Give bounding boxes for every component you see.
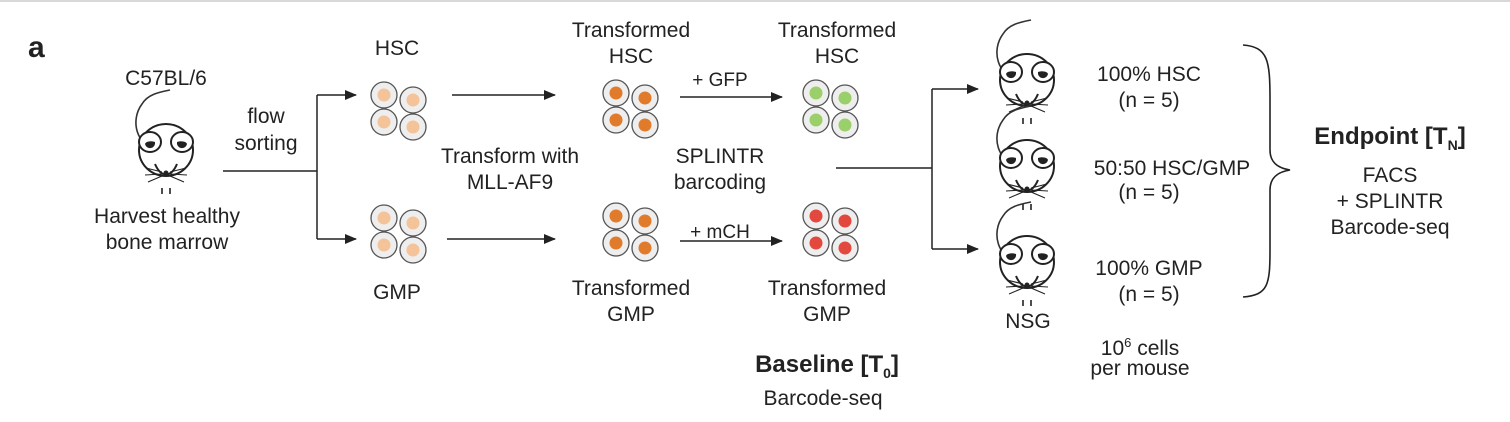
endpoint-title-close: ]: [1457, 123, 1466, 150]
dose-exponent: 6: [1124, 335, 1132, 350]
dose-label-line2: per mouse: [1090, 357, 1190, 380]
transformed-gmp-label-line1: Transformed: [571, 277, 691, 300]
cell-nucleus: [838, 118, 852, 132]
transform-label-line1: Transform with: [440, 145, 580, 168]
baseline-title-text: Baseline [T: [755, 351, 884, 378]
transformed-hsc-label-line2: HSC: [608, 45, 654, 68]
cell-nucleus: [406, 216, 420, 230]
gmp-population-label: GMP: [373, 281, 421, 304]
splintr-barcoding-label-line2: barcoding: [673, 171, 767, 194]
transformed-hsc-cell-cluster: [602, 79, 659, 139]
group-3-label: 100% GMP: [1095, 257, 1203, 280]
group-2-n: (n = 5): [1118, 181, 1180, 204]
cell-nucleus: [377, 211, 391, 225]
dose-label-line1: 106 cells: [1080, 330, 1200, 361]
cell-nucleus: [638, 214, 652, 228]
cell-nucleus: [609, 113, 623, 127]
group-1-n: (n = 5): [1118, 89, 1180, 112]
cell-nucleus: [377, 115, 391, 129]
recipient-mouse-100-hsc-icon: [995, 19, 1055, 125]
donor-mouse-icon: [134, 89, 194, 195]
cell-nucleus: [809, 86, 823, 100]
labeled-gmp-label-line1: Transformed: [767, 277, 887, 300]
transformed-hsc-label-line1: Transformed: [571, 19, 691, 42]
labeled-hsc-label-line2: HSC: [814, 45, 860, 68]
transform-label-line2: MLL-AF9: [466, 171, 554, 194]
baseline-subscript: 0: [883, 364, 891, 381]
cell-nucleus: [809, 209, 823, 223]
labeled-hsc-label-line1: Transformed: [777, 19, 897, 42]
transformed-gmp-cell-cluster: [602, 202, 659, 262]
gmp-cell-cluster: [370, 204, 427, 264]
cell-nucleus: [838, 214, 852, 228]
endpoint-line1: FACS: [1362, 164, 1418, 187]
dose-unit: cells: [1131, 337, 1180, 360]
mch-label: + mCH: [690, 222, 750, 243]
endpoint-line3: Barcode-seq: [1330, 216, 1450, 239]
mch-gmp-cell-cluster: [802, 202, 859, 262]
cell-nucleus: [838, 241, 852, 255]
gfp-hsc-cell-cluster: [802, 79, 859, 139]
baseline-assay-label: Barcode-seq: [763, 387, 883, 410]
splintr-barcoding-label-line1: SPLINTR: [675, 145, 765, 168]
transformed-gmp-label-line2: GMP: [607, 303, 655, 326]
hsc-population-label: HSC: [374, 37, 420, 60]
endpoint-title: Endpoint [TN]: [1290, 124, 1490, 158]
cell-nucleus: [609, 209, 623, 223]
baseline-title-close: ]: [890, 351, 899, 378]
top-border: [0, 0, 1510, 2]
harvest-label-line2: bone marrow: [105, 231, 229, 254]
hsc-cell-cluster: [370, 81, 427, 141]
cell-nucleus: [377, 238, 391, 252]
sorting-label-line2: sorting: [234, 132, 298, 155]
sorting-split-connector: [223, 95, 318, 239]
dose-base: 10: [1100, 337, 1125, 360]
donor-strain-label: C57BL/6: [125, 67, 207, 90]
panel-letter: a: [28, 31, 45, 64]
cell-nucleus: [406, 243, 420, 257]
sorting-label-line1: flow: [247, 105, 285, 128]
recipient-strain-label: NSG: [1005, 310, 1051, 333]
cell-nucleus: [406, 120, 420, 134]
harvest-label-line1: Harvest healthy: [94, 205, 240, 228]
cell-nucleus: [638, 118, 652, 132]
cell-nucleus: [638, 91, 652, 105]
group-2-label: 50:50 HSC/GMP: [1093, 157, 1251, 180]
gfp-label: + GFP: [692, 70, 748, 91]
cell-nucleus: [809, 236, 823, 250]
labeled-gmp-label-line2: GMP: [803, 303, 851, 326]
recipient-split-connector: [836, 89, 933, 249]
recipient-mouse-100-gmp-icon: [995, 201, 1055, 307]
cell-nucleus: [638, 241, 652, 255]
cell-nucleus: [609, 236, 623, 250]
endpoint-title-text: Endpoint [T: [1314, 123, 1448, 150]
endpoint-line2: + SPLINTR: [1336, 190, 1444, 213]
recipient-mouse-50-50-icon: [995, 105, 1055, 211]
cell-nucleus: [809, 113, 823, 127]
cell-nucleus: [377, 88, 391, 102]
group-1-label: 100% HSC: [1097, 63, 1201, 86]
endpoint-subscript: N: [1447, 136, 1458, 153]
group-3-n: (n = 5): [1118, 283, 1180, 306]
baseline-title: Baseline [T0]: [722, 352, 932, 386]
endpoint-brace: [1242, 44, 1291, 298]
cell-nucleus: [838, 91, 852, 105]
cell-nucleus: [609, 86, 623, 100]
cell-nucleus: [406, 93, 420, 107]
